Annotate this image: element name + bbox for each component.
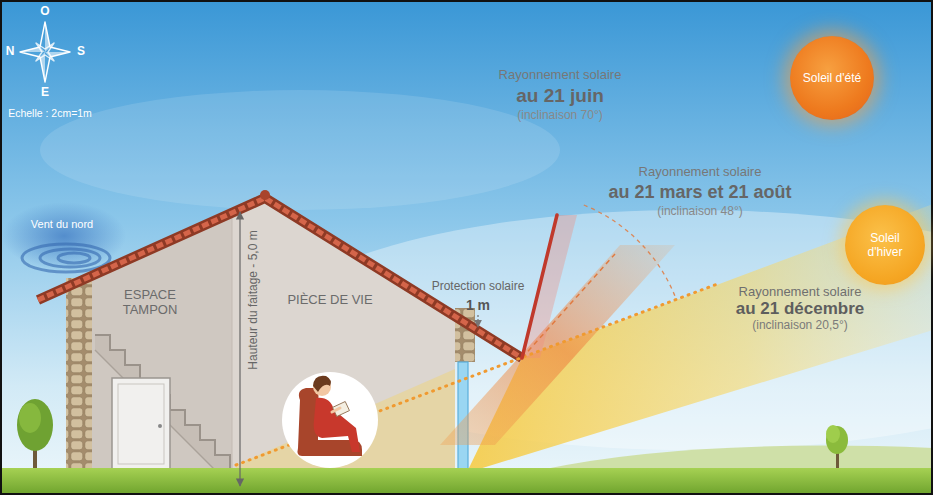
compass-point: E: [41, 86, 49, 100]
compass-point: S: [77, 45, 85, 59]
dimension-label: Hauteur du faitage - 5,0 m: [247, 230, 261, 369]
sun-label: Soleil d'été: [803, 71, 861, 85]
ray-date: au 21 décembre: [736, 299, 865, 319]
ray-date: au 21 juin: [516, 85, 604, 107]
wind-label: Vent du nord: [31, 218, 93, 231]
sun-circle: Soleil d'hiver: [845, 205, 925, 285]
ray-angle: (inclinaison 20,5°): [752, 319, 848, 333]
room-label: ESPACE TAMPON: [110, 288, 190, 318]
dimension-label: 1 m: [466, 297, 490, 313]
sun-label: Soleil d'hiver: [855, 231, 915, 260]
ray-angle: (inclinaison 48°): [657, 205, 743, 219]
sun-circle: Soleil d'été: [790, 36, 874, 120]
ray-date: au 21 mars et 21 août: [608, 182, 791, 203]
ray-label: Rayonnement solaire: [499, 68, 622, 83]
ray-label: Rayonnement solaire: [639, 165, 762, 180]
compass-point: N: [6, 45, 15, 59]
ray-angle: (inclinaison 70°): [517, 109, 603, 123]
compass-point: O: [40, 5, 49, 19]
room-label: PIÈCE DE VIE: [287, 293, 372, 308]
scale-note: Echelle : 2cm=1m: [8, 107, 92, 119]
ray-label: Rayonnement solaire: [739, 285, 862, 300]
part-label: Protection solaire: [432, 280, 525, 294]
